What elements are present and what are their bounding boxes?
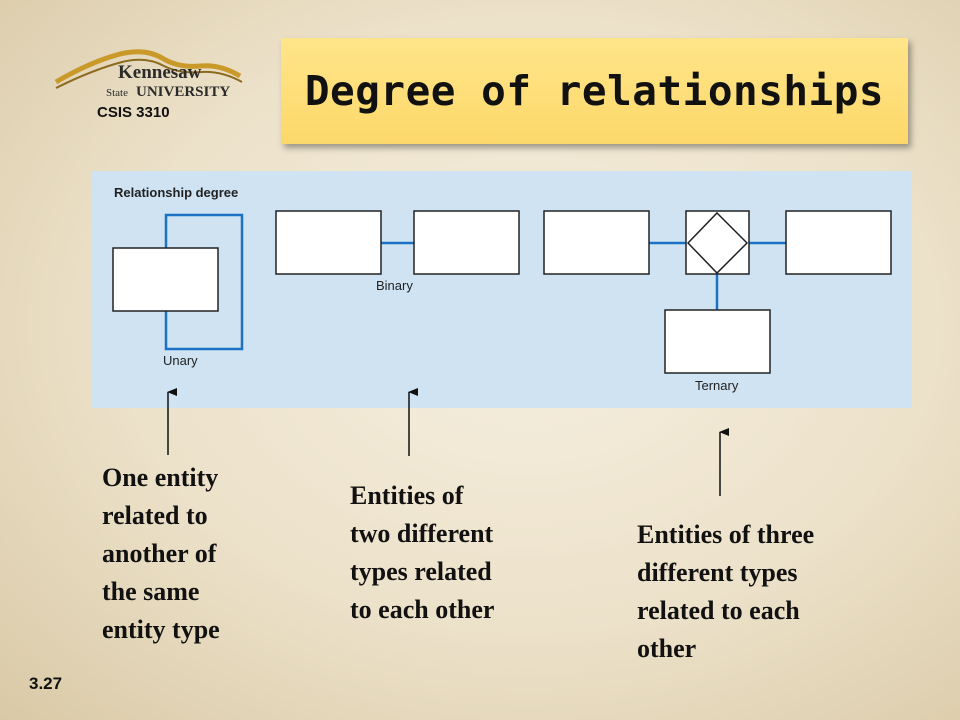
- kennesaw-state-logo: Kennesaw State UNIVERSITY: [54, 49, 243, 100]
- diagram-svg: Relationship degree Unary Binary Ternary: [112, 185, 892, 393]
- ternary-entity-box-3: [664, 309, 771, 374]
- slide-number: 3.27: [29, 674, 63, 693]
- course-code: CSIS 3310: [97, 104, 170, 121]
- logo-text-kennesaw: Kennesaw: [118, 62, 202, 83]
- relationship-degree-diagram: Relationship degree Unary Binary Ternary: [92, 171, 912, 408]
- unary-label: Unary: [163, 353, 198, 368]
- binary-entity-box-1: [275, 210, 382, 275]
- unary-relationship-line: [164, 213, 244, 351]
- ternary-entity-box-1: [543, 210, 650, 275]
- diagram-heading: Relationship degree: [114, 185, 238, 200]
- ternary-label: Ternary: [695, 378, 739, 393]
- ternary-entity-box-2: [785, 210, 892, 275]
- title-banner: Degree of relationships: [281, 38, 908, 144]
- caption-binary: Entities of two different types related …: [350, 481, 495, 624]
- logo-text-university: UNIVERSITY: [136, 84, 230, 100]
- ternary-relationship-diamond: [686, 211, 749, 275]
- unary-entity-box: [112, 247, 219, 312]
- binary-entity-box-2: [413, 210, 520, 275]
- binary-label: Binary: [376, 278, 413, 293]
- slide-title: Degree of relationships: [304, 67, 885, 115]
- caption-unary: One entity related to another of the sam…: [102, 463, 220, 644]
- logo-text-state: State: [106, 87, 128, 99]
- caption-ternary: Entities of three different types relate…: [637, 520, 815, 663]
